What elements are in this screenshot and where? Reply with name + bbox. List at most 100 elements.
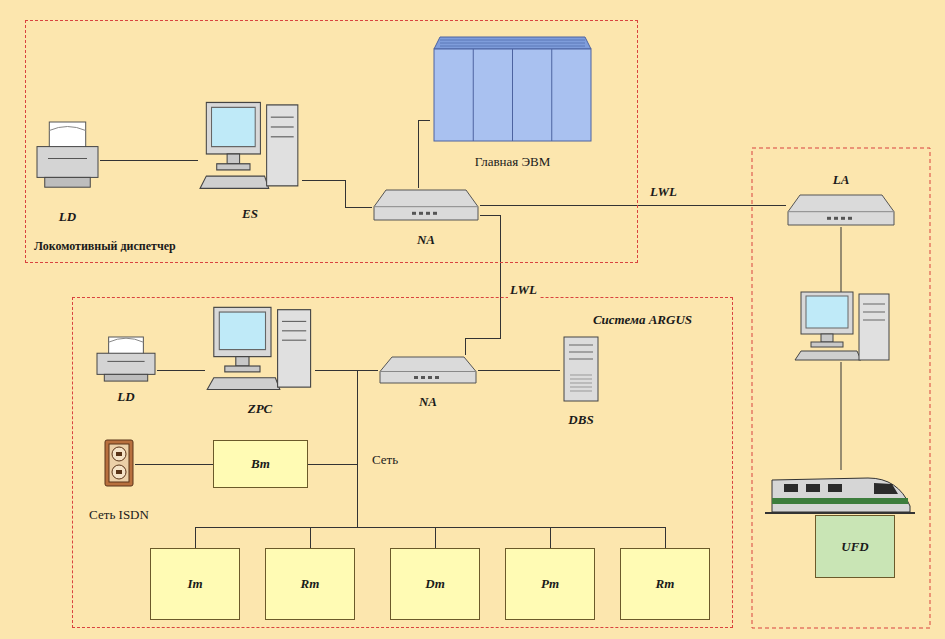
hub-body	[380, 357, 476, 383]
drive-slot	[569, 359, 593, 360]
vent	[570, 379, 592, 380]
module-box: Rm	[265, 548, 355, 620]
network-link	[418, 120, 430, 188]
module-label: UFD	[841, 539, 868, 555]
hub-body	[374, 190, 478, 220]
region-outline	[752, 148, 930, 628]
train-window	[784, 484, 798, 492]
train-window	[828, 484, 842, 492]
computer-icon	[198, 100, 302, 192]
printer-slot	[107, 361, 144, 362]
module-box: Im	[150, 548, 240, 620]
hub-led	[435, 376, 439, 379]
monitor-base	[225, 366, 260, 372]
tower	[859, 294, 889, 360]
mainframe-node: Главная ЭВМ	[430, 35, 595, 170]
hub-node: NA	[378, 355, 478, 410]
monitor	[801, 292, 853, 334]
hub-led	[419, 212, 423, 215]
printer-body	[37, 147, 98, 178]
tower	[278, 310, 311, 387]
drive-slot	[569, 352, 593, 353]
drive-slot	[271, 117, 294, 118]
module-label: Dm	[425, 576, 445, 592]
cabinet-split	[512, 49, 513, 141]
module-box: Pm	[505, 548, 595, 620]
paper-curl	[49, 127, 85, 131]
region-frame: LDESГлавная ЭВМNAЛокомотивный диспетчер	[25, 20, 638, 263]
network-link	[100, 160, 198, 161]
device-label: LA	[833, 172, 850, 188]
printer-icon	[95, 335, 157, 383]
vent	[570, 375, 592, 376]
socket-node: Сеть ISDN	[103, 438, 135, 523]
screen	[806, 296, 848, 328]
hub-body	[788, 195, 894, 225]
region-heading: Локомотивный диспетчер	[34, 238, 176, 254]
module-box: Bm	[213, 440, 308, 488]
printer-node: LD	[35, 120, 100, 225]
hub-led	[412, 212, 416, 215]
rail	[765, 512, 915, 514]
network-link	[308, 370, 378, 464]
drive-slot	[863, 312, 885, 313]
region-heading: Система ARGUS	[593, 312, 692, 328]
device-label: ZPC	[248, 401, 273, 417]
monitor	[214, 307, 271, 356]
wire	[841, 227, 842, 292]
device-label: DBS	[568, 412, 593, 428]
printer-icon	[35, 120, 100, 190]
drive-slot	[282, 330, 306, 331]
module-label: Rm	[301, 576, 320, 592]
computer-icon	[200, 102, 298, 188]
monitor	[206, 102, 260, 154]
network-link	[310, 370, 378, 548]
hub-led	[827, 217, 831, 220]
wire	[841, 362, 842, 470]
socket-face	[109, 444, 129, 482]
hub-node: LA	[786, 172, 896, 227]
keyboard	[207, 378, 280, 390]
socket-plate	[105, 440, 133, 486]
socket-hole	[116, 470, 122, 474]
printer-node: LD	[95, 335, 157, 405]
keyboard	[200, 176, 269, 188]
hub-led	[421, 376, 425, 379]
socket-icon	[103, 438, 135, 488]
network-link	[135, 464, 213, 465]
hub-edge	[788, 211, 894, 212]
module-label: Pm	[541, 576, 559, 592]
hub-led	[841, 217, 845, 220]
vent	[570, 387, 592, 388]
hub-led	[433, 212, 437, 215]
hub-icon	[786, 193, 896, 227]
hub-icon	[372, 188, 480, 222]
module-label: Im	[187, 576, 202, 592]
top-ridge	[440, 46, 585, 47]
module-box: UFD	[815, 515, 895, 578]
computer-icon	[205, 305, 315, 393]
computer-icon	[207, 307, 310, 389]
network-link	[302, 180, 372, 207]
network-link	[195, 370, 378, 548]
network-label: Сеть	[370, 452, 400, 468]
cabinet-split	[551, 49, 552, 141]
server-icon	[560, 335, 602, 403]
device-label: Главная ЭВМ	[475, 154, 551, 170]
link-label: LWL	[508, 282, 539, 298]
train-illustration	[765, 478, 915, 513]
network-link	[357, 370, 665, 548]
train-cab-window	[874, 483, 898, 494]
device-label: LD	[117, 389, 134, 405]
monitor-base	[217, 164, 250, 170]
printer-body	[97, 353, 155, 374]
drive-slot	[863, 320, 885, 321]
socket-jack	[112, 465, 126, 479]
train-stripe	[772, 498, 908, 504]
computer-node: ZPC	[205, 305, 315, 417]
printer-tray	[45, 177, 91, 187]
drive-slot	[271, 126, 294, 127]
hub-node: NA	[372, 188, 480, 248]
link-label: LWL	[648, 184, 679, 200]
